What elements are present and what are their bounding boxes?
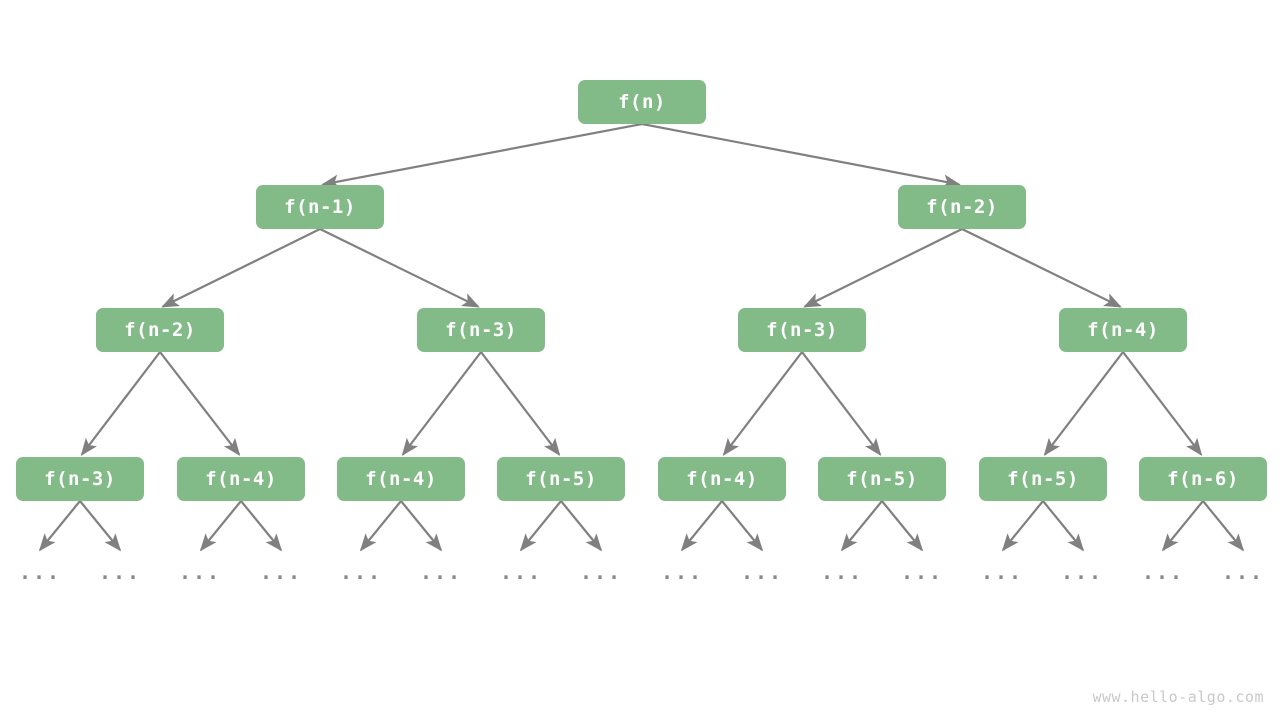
tree-ellipsis: ... (579, 560, 623, 584)
watermark: www.hello-algo.com (1092, 688, 1264, 706)
tree-leaf-edge (79, 500, 122, 552)
tree-ellipsis: ... (980, 560, 1024, 584)
tree-edge (1122, 351, 1203, 457)
tree-ellipsis: ... (1141, 560, 1185, 584)
tree-leaf-edge (240, 500, 283, 552)
tree-edge (401, 351, 482, 457)
tree-edge (480, 351, 561, 457)
tree-leaf-edge (400, 500, 443, 552)
tree-edge (321, 122, 643, 189)
tree-node: f(n-3) (738, 308, 866, 352)
tree-node: f(n) (578, 80, 706, 124)
tree-node: f(n-4) (337, 457, 465, 501)
tree-ellipsis: ... (820, 560, 864, 584)
tree-leaf-edge (840, 500, 883, 552)
tree-node: f(n-1) (256, 185, 384, 229)
tree-ellipsis: ... (900, 560, 944, 584)
tree-node: f(n-4) (177, 457, 305, 501)
tree-leaf-edge (38, 500, 81, 552)
tree-ellipsis: ... (1060, 560, 1104, 584)
tree-leaf-edge (519, 500, 562, 552)
tree-node: f(n-3) (417, 308, 545, 352)
tree-node: f(n-2) (96, 308, 224, 352)
tree-node: f(n-4) (658, 457, 786, 501)
tree-node: f(n-6) (1139, 457, 1267, 501)
tree-edge (159, 351, 241, 457)
tree-edge (961, 228, 1122, 308)
tree-leaf-edge (721, 500, 764, 552)
tree-leaf-edge (359, 500, 402, 552)
tree-leaf-edge (1042, 500, 1085, 552)
tree-ellipsis: ... (499, 560, 543, 584)
tree-ellipsis: ... (740, 560, 784, 584)
tree-node: f(n-3) (16, 457, 144, 501)
tree-edge (801, 351, 882, 457)
tree-ellipsis: ... (259, 560, 303, 584)
tree-edge (161, 228, 321, 308)
tree-node: f(n-5) (818, 457, 946, 501)
tree-node: f(n-2) (898, 185, 1026, 229)
tree-ellipsis: ... (178, 560, 222, 584)
tree-leaf-edge (560, 500, 603, 552)
tree-edge (722, 351, 803, 457)
tree-leaf-edge (1161, 500, 1204, 552)
tree-leaf-edge (199, 500, 242, 552)
tree-leaf-edge (1202, 500, 1245, 552)
tree-ellipsis: ... (98, 560, 142, 584)
tree-edge (1043, 351, 1124, 457)
tree-leaf-edge (680, 500, 723, 552)
tree-ellipsis: ... (1221, 560, 1265, 584)
tree-leaf-edge (1001, 500, 1044, 552)
tree-node: f(n-5) (497, 457, 625, 501)
tree-edge (641, 122, 961, 189)
tree-leaf-edge (881, 500, 924, 552)
tree-ellipsis: ... (660, 560, 704, 584)
tree-ellipsis: ... (339, 560, 383, 584)
tree-node: f(n-5) (979, 457, 1107, 501)
tree-edge (319, 228, 480, 308)
tree-ellipsis: ... (419, 560, 463, 584)
tree-node: f(n-4) (1059, 308, 1187, 352)
tree-ellipsis: ... (18, 560, 62, 584)
tree-edge (803, 228, 963, 308)
tree-edge (80, 351, 161, 457)
